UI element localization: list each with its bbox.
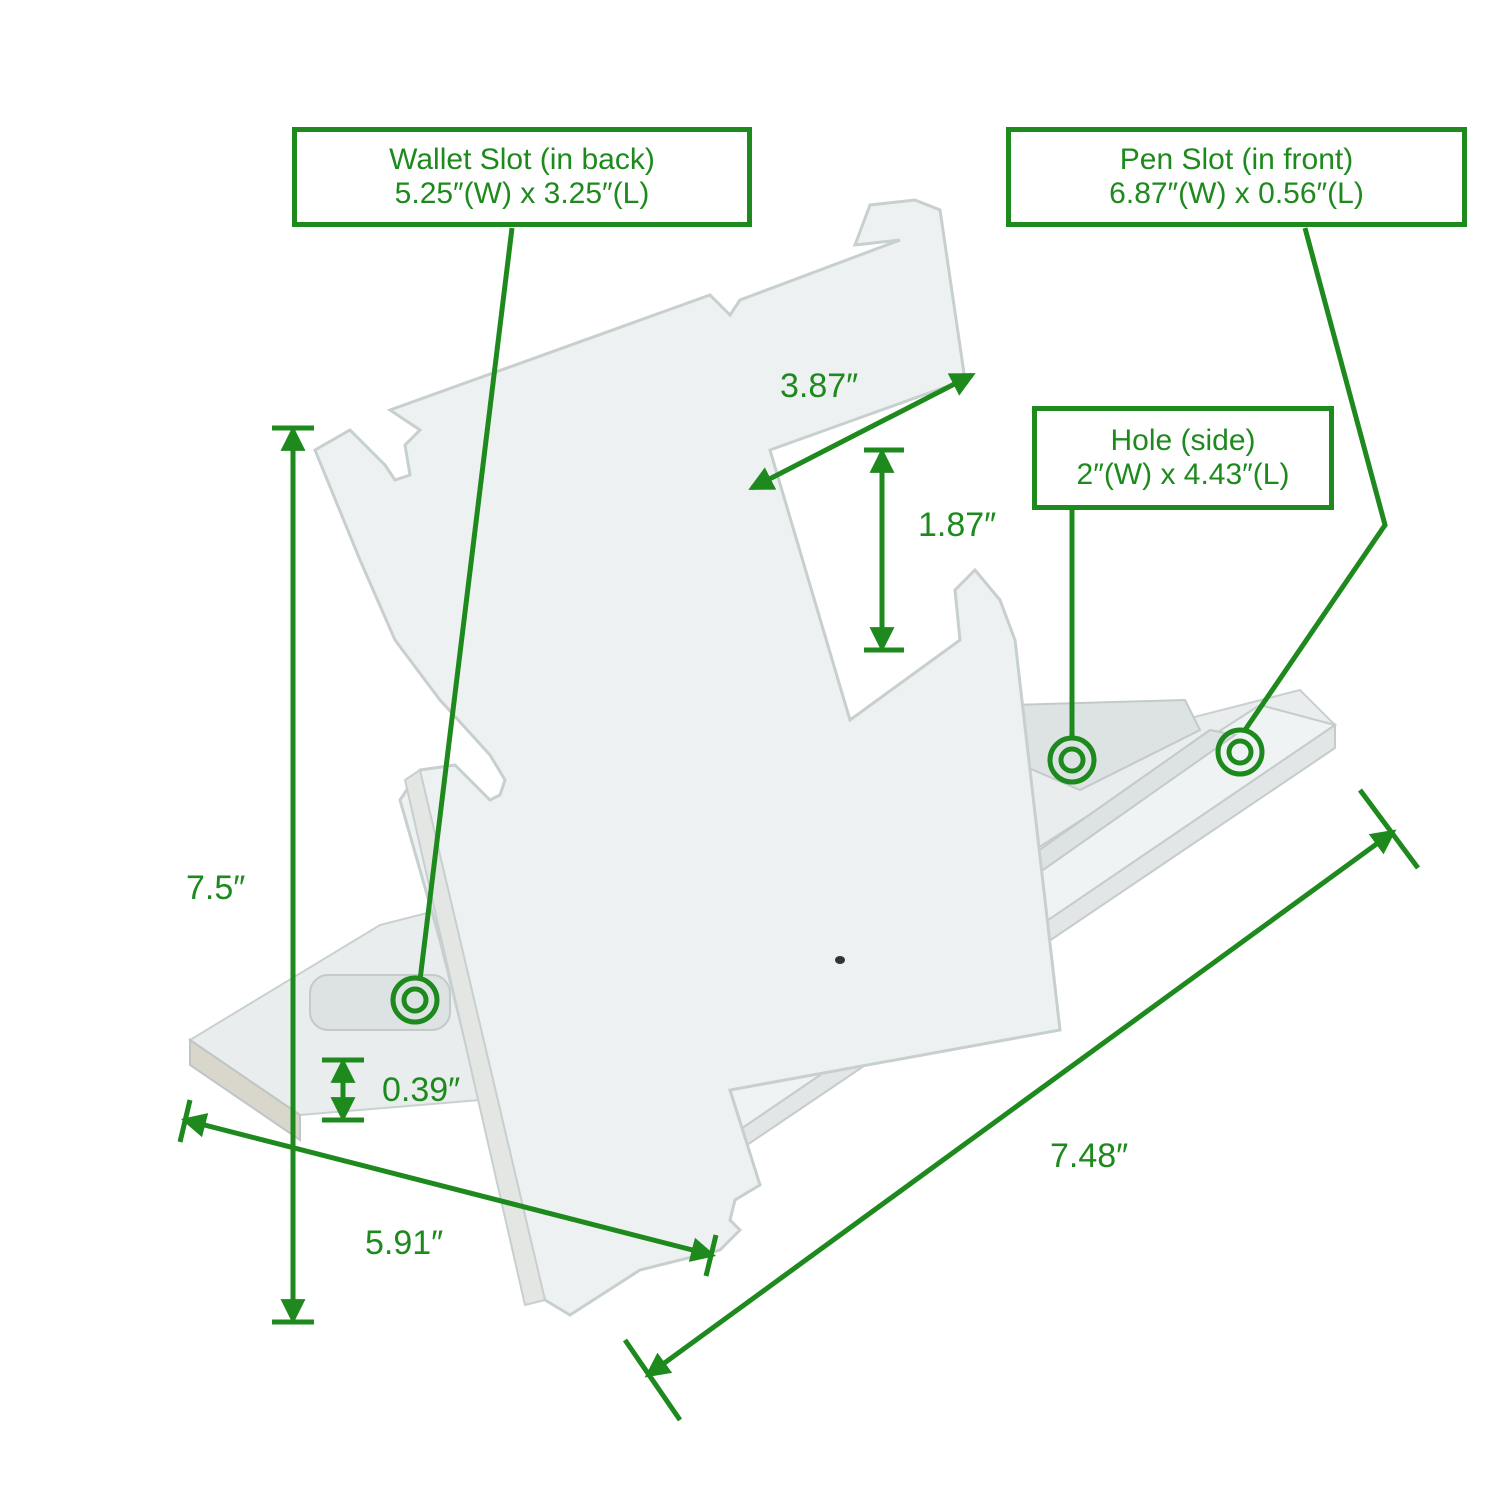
hole-size: 2″(W) x 4.43″(L) [1076, 458, 1290, 491]
depth-label: 5.91″ [365, 1224, 444, 1262]
hole-target-icon [1047, 735, 1097, 785]
wallet-slot-callout: Wallet Slot (in back) 5.25″(W) x 3.25″(L… [292, 127, 752, 227]
leader-lines [417, 227, 1388, 981]
back-panel [313, 198, 1062, 1317]
length-label: 7.48″ [1050, 1137, 1129, 1175]
length-dimension-line [622, 788, 1421, 1422]
wallet-slot-size: 5.25″(W) x 3.25″(L) [394, 177, 650, 210]
tier-gap-label: 1.87″ [918, 506, 997, 544]
wallet-leader [417, 227, 515, 981]
hole-title: Hole (side) [1110, 424, 1256, 457]
height-label: 7.5″ [186, 869, 246, 907]
pen-slot-size: 6.87″(W) x 0.56″(L) [1109, 177, 1364, 210]
upper-tier-width-label: 3.87″ [780, 367, 859, 405]
upper-tier-width-dimension-line [748, 372, 976, 491]
pen-slot-callout: Pen Slot (in front) 6.87″(W) x 0.56″(L) [1006, 127, 1467, 227]
base-thickness-label: 0.39″ [382, 1071, 461, 1109]
target-markers [390, 727, 1265, 1025]
hole-callout: Hole (side) 2″(W) x 4.43″(L) [1032, 406, 1334, 510]
tier-gap-dimension-line [864, 447, 904, 653]
wallet-target-icon [390, 975, 440, 1025]
pen-slot-title: Pen Slot (in front) [1119, 143, 1354, 176]
base-thickness-dimension-line [322, 1057, 364, 1123]
wallet-slot-title: Wallet Slot (in back) [389, 143, 655, 176]
pen-leader [1242, 227, 1388, 732]
height-dimension-line [272, 425, 314, 1325]
pen-target-icon [1215, 727, 1265, 777]
